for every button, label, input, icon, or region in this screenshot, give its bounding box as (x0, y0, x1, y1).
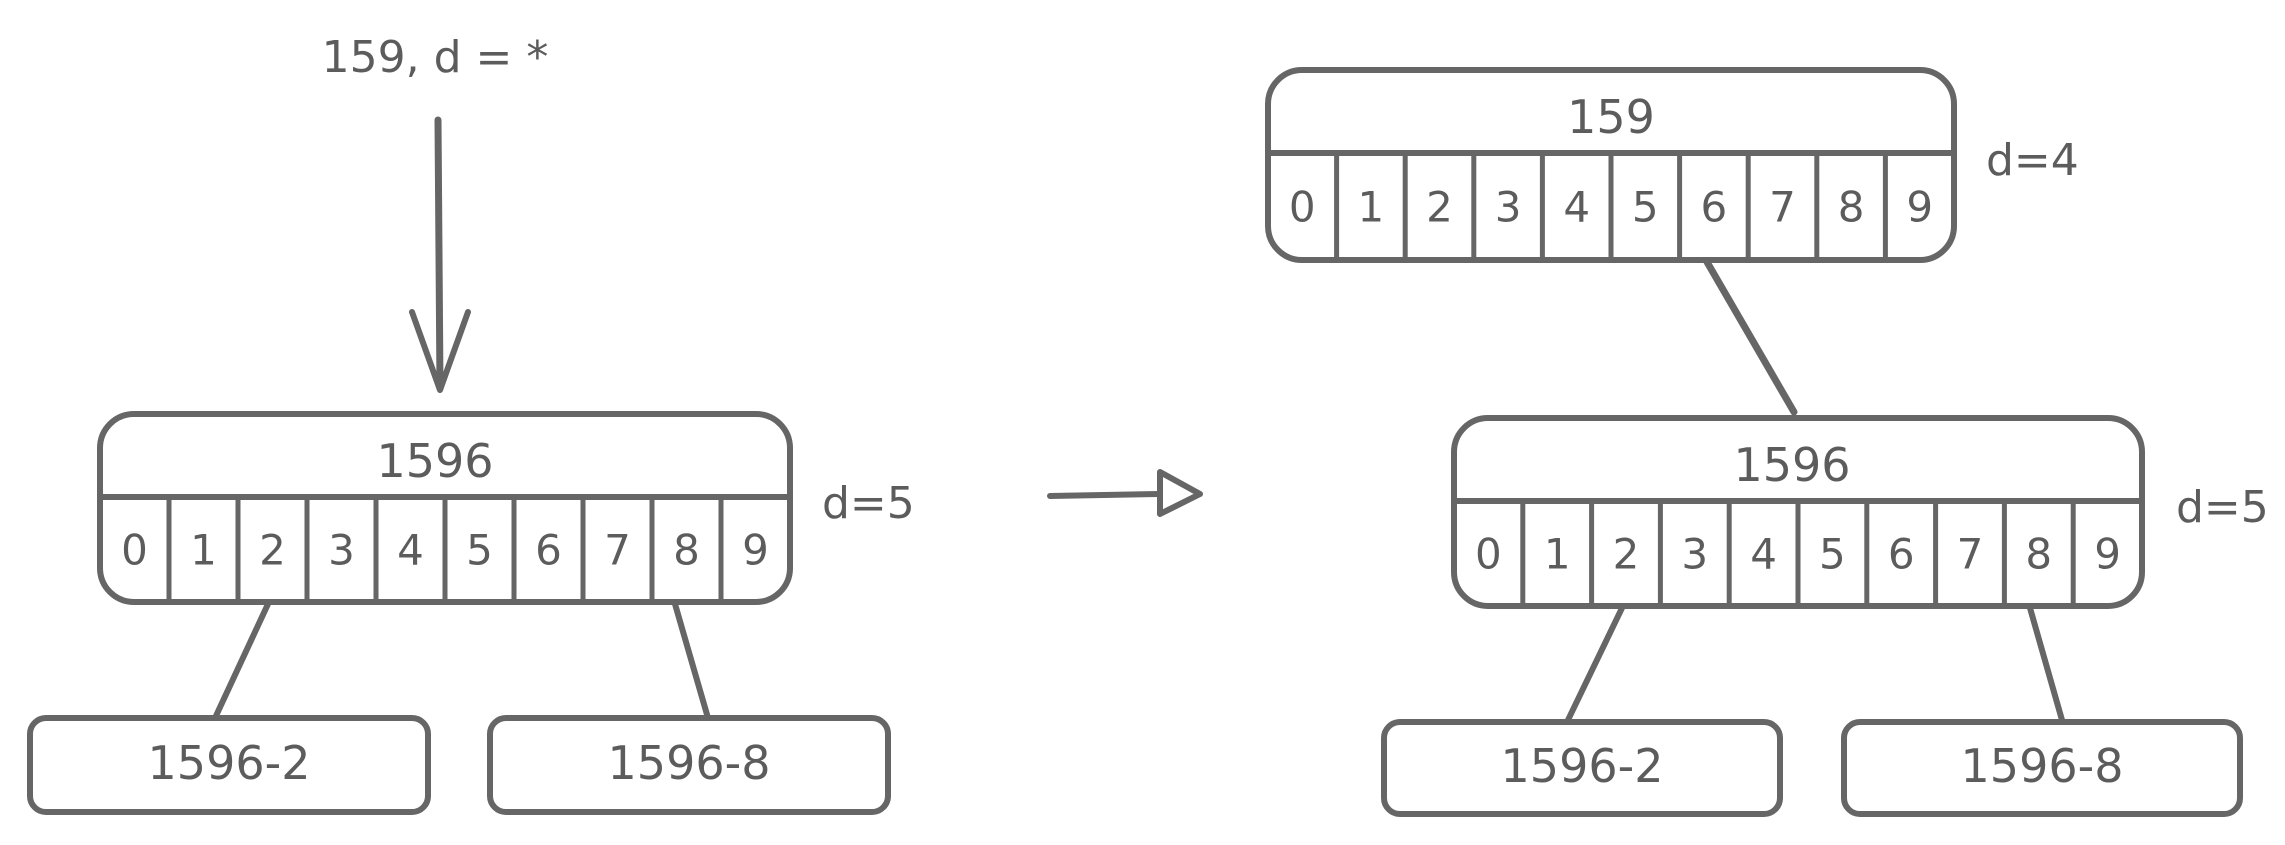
after-node-depth: d=5 (2176, 482, 2269, 533)
after-parent-digit-5: 5 (1632, 183, 1659, 232)
before-digit-0: 0 (121, 526, 148, 575)
after-digit-1: 1 (1544, 530, 1571, 579)
after-digit-9: 9 (2094, 530, 2121, 579)
after-parent-digit-3: 3 (1495, 183, 1522, 232)
after-parent-digit-1: 1 (1358, 183, 1385, 232)
before-digit-7: 7 (604, 526, 631, 575)
after-digit-0: 0 (1475, 530, 1502, 579)
after-child-8: 1596-8 (1841, 719, 2243, 817)
after-parent-digit-6: 6 (1701, 183, 1728, 232)
before-digit-9: 9 (742, 526, 769, 575)
after-parent-digit-8: 8 (1838, 183, 1865, 232)
after-parent-label: 159 (1567, 90, 1655, 144)
after-child-8-label: 1596-8 (1961, 739, 2124, 793)
after-parent-digit-4: 4 (1563, 183, 1590, 232)
before-digit-4: 4 (397, 526, 424, 575)
after-digit-4: 4 (1750, 530, 1777, 579)
before-digit-6: 6 (535, 526, 562, 575)
before-digit-3: 3 (328, 526, 355, 575)
before-node-depth: d=5 (822, 478, 915, 529)
after-digit-6: 6 (1888, 530, 1915, 579)
after-child-2-label: 1596-2 (1501, 739, 1664, 793)
after-digit-8: 8 (2025, 530, 2052, 579)
before-digit-8: 8 (673, 526, 700, 575)
before-child-2: 1596-2 (27, 715, 431, 815)
after-parent-depth: d=4 (1986, 135, 2079, 186)
before-digit-1: 1 (190, 526, 217, 575)
before-digit-5: 5 (466, 526, 493, 575)
before-child-2-label: 1596-2 (148, 736, 311, 790)
after-digit-7: 7 (1957, 530, 1984, 579)
after-parent-digit-2: 2 (1426, 183, 1453, 232)
before-digit-2: 2 (259, 526, 286, 575)
after-parent-digit-9: 9 (1906, 183, 1933, 232)
before-child-8-label: 1596-8 (608, 736, 771, 790)
after-child-2: 1596-2 (1381, 719, 1783, 817)
after-node-label: 1596 (1733, 438, 1850, 492)
before-child-8: 1596-8 (487, 715, 891, 815)
before-node-label: 1596 (376, 434, 493, 488)
after-edges (1565, 605, 2065, 723)
after-digit-5: 5 (1819, 530, 1846, 579)
input-label: 159, d = * (322, 32, 549, 83)
parent-to-node-edge (1703, 258, 1798, 416)
before-edges (212, 601, 711, 721)
insert-arrow-down (409, 116, 471, 393)
after-digit-2: 2 (1613, 530, 1640, 579)
after-parent-digit-7: 7 (1769, 183, 1796, 232)
transform-arrow (1047, 469, 1203, 517)
after-digit-3: 3 (1681, 530, 1708, 579)
after-parent-digit-0: 0 (1289, 183, 1316, 232)
